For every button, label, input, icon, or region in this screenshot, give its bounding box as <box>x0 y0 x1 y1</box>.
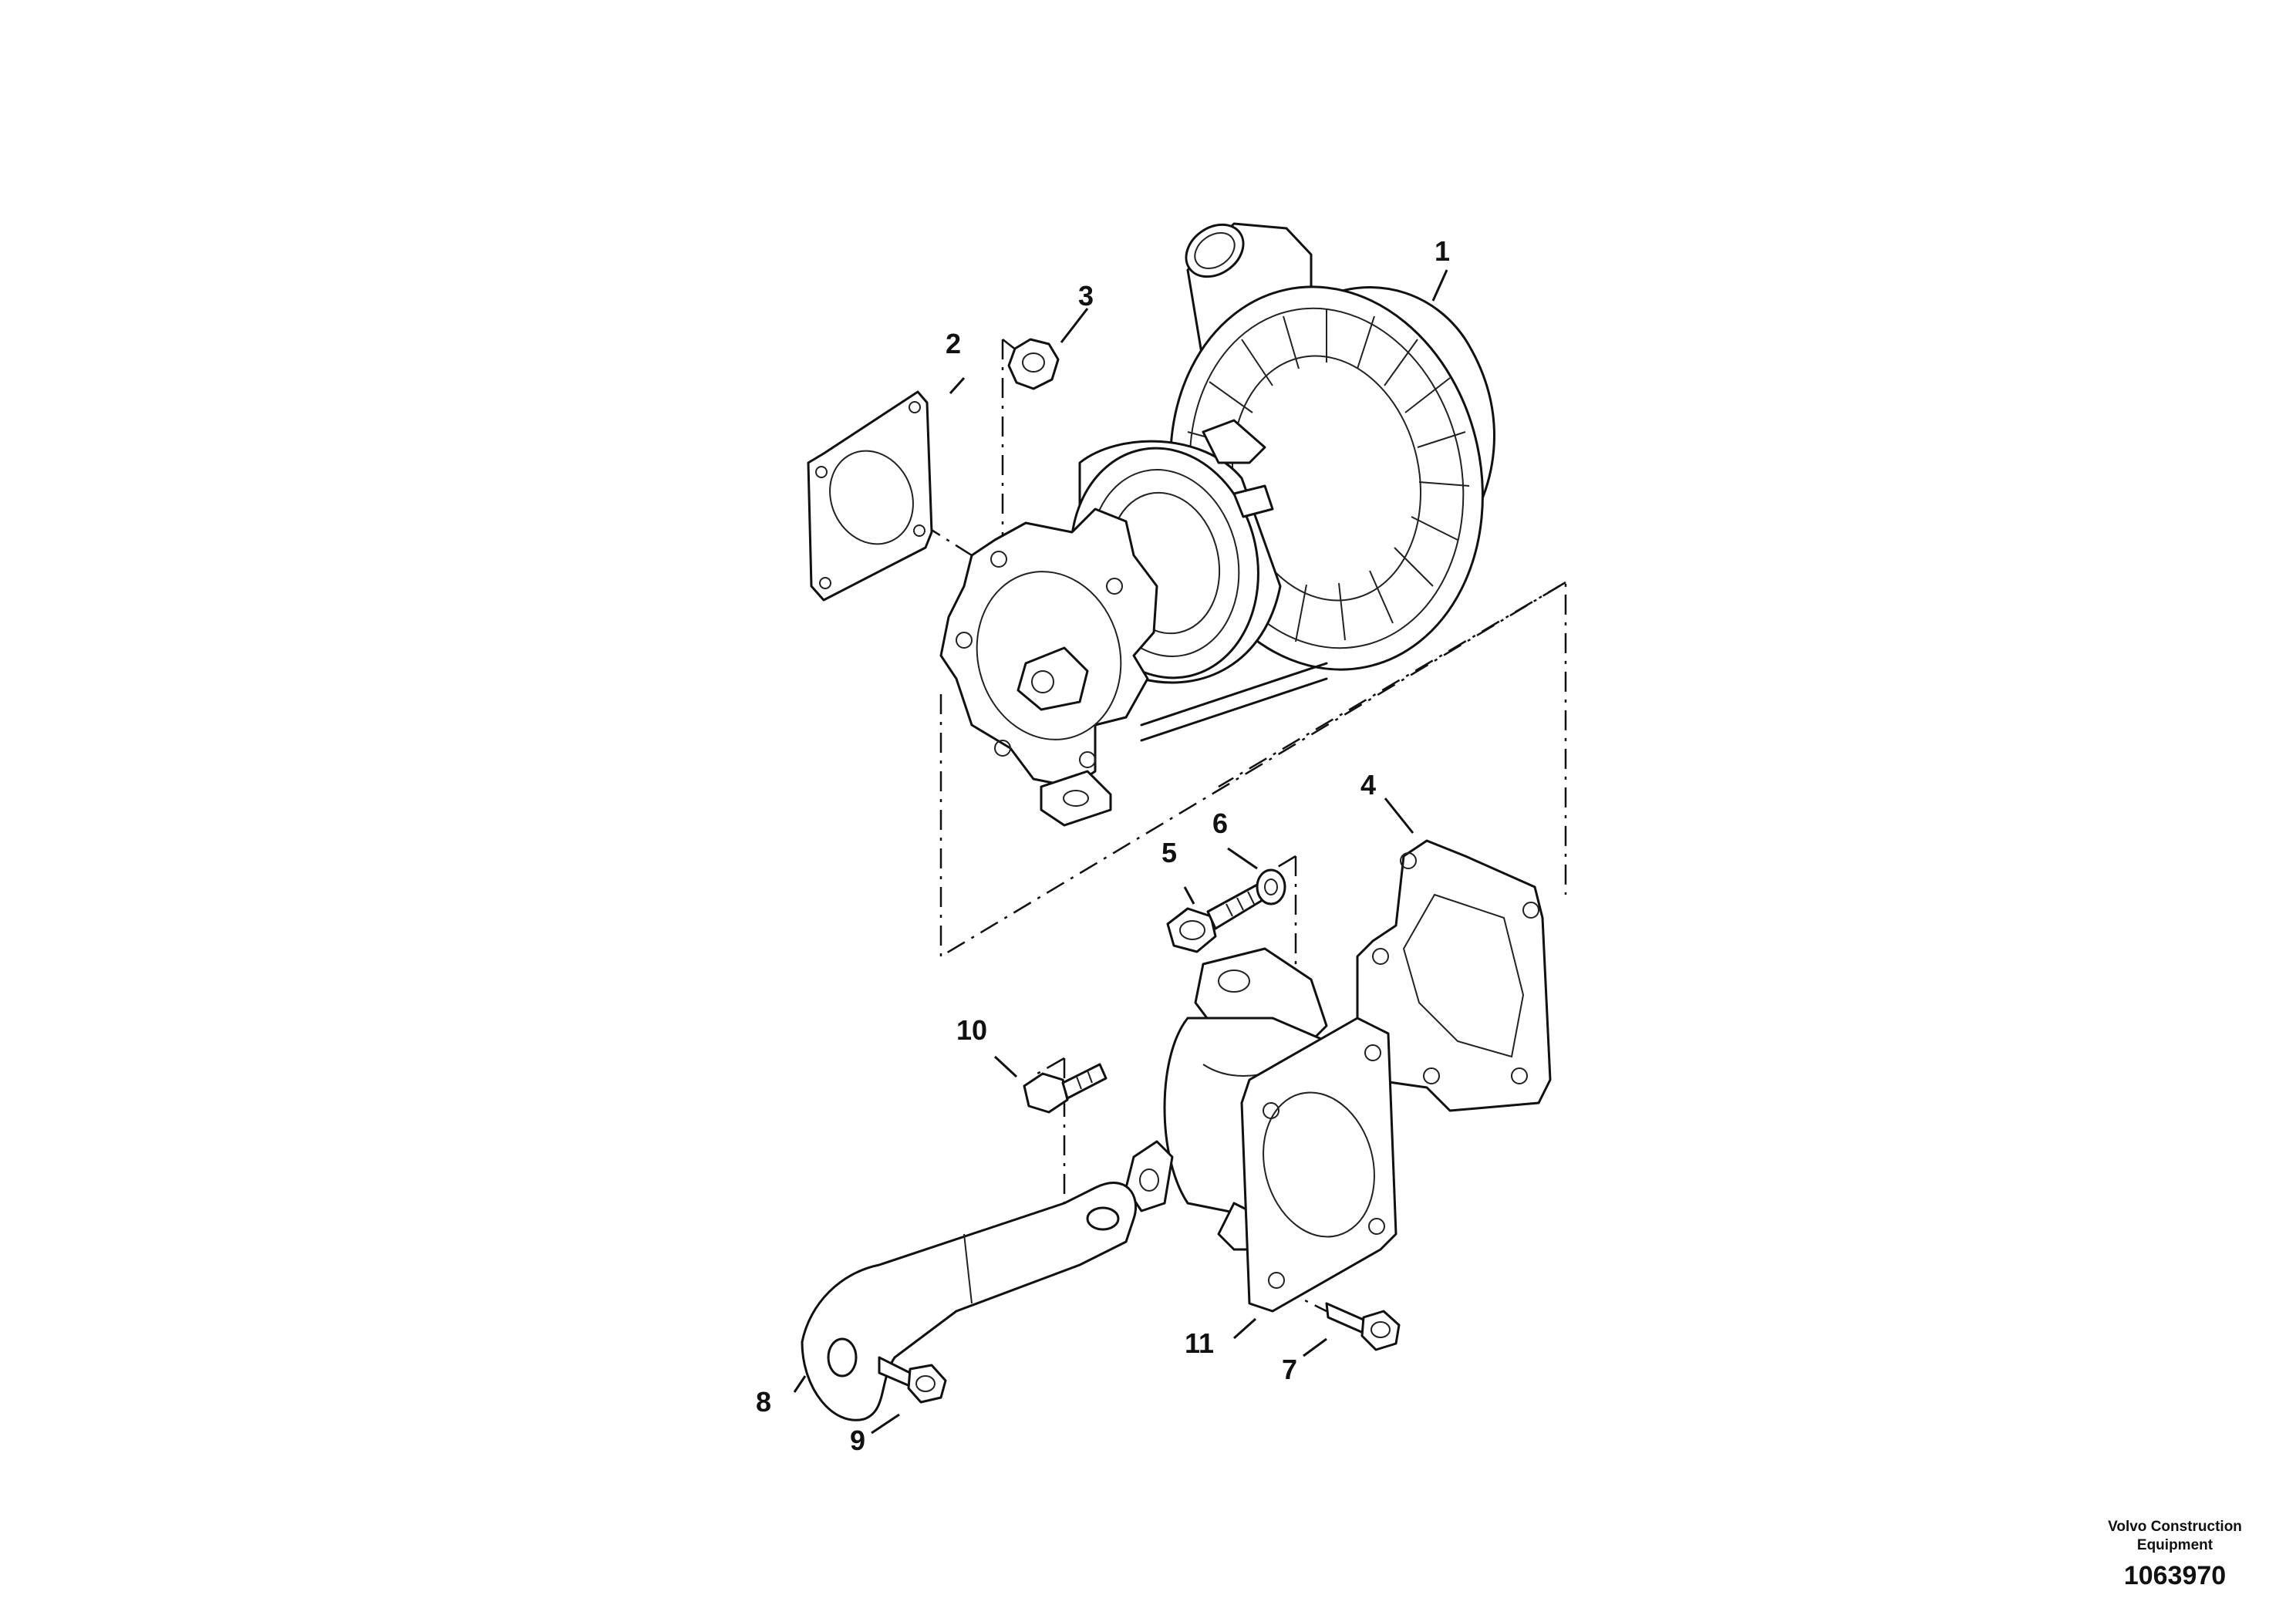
company-name: Volvo Construction Equipment <box>2108 1519 2242 1553</box>
hex-bolt-bracket <box>1023 1063 1108 1114</box>
callout-11: 11 <box>1185 1327 1215 1359</box>
hex-bolt-lower-left <box>878 1356 947 1404</box>
callout-8: 8 <box>756 1386 772 1418</box>
turbocharger <box>939 222 1495 827</box>
drawing-number: 1063970 <box>2123 1561 2227 1590</box>
support-bracket <box>801 1182 1138 1421</box>
callout-5: 5 <box>1161 837 1178 868</box>
hex-bolt-flange <box>1325 1302 1401 1351</box>
title-block: Volvo Construction Equipment 1063970 <box>2082 1518 2267 1589</box>
callout-leaders <box>793 269 1448 1435</box>
callout-2: 2 <box>946 328 962 359</box>
exhaust-elbow <box>1124 947 1397 1313</box>
callout-10: 10 <box>956 1014 988 1046</box>
callout-7: 7 <box>1282 1354 1298 1385</box>
callout-1: 1 <box>1435 235 1451 267</box>
callout-6: 6 <box>1212 808 1229 839</box>
gasket-turbine-inlet <box>807 390 933 602</box>
nut <box>1007 338 1060 390</box>
washer <box>1256 868 1286 905</box>
gasket-turbine-outlet <box>1356 839 1552 1112</box>
callout-9: 9 <box>850 1425 866 1456</box>
callout-3: 3 <box>1078 280 1094 312</box>
socket-cap-screw <box>1166 882 1268 953</box>
callout-4: 4 <box>1360 769 1377 801</box>
